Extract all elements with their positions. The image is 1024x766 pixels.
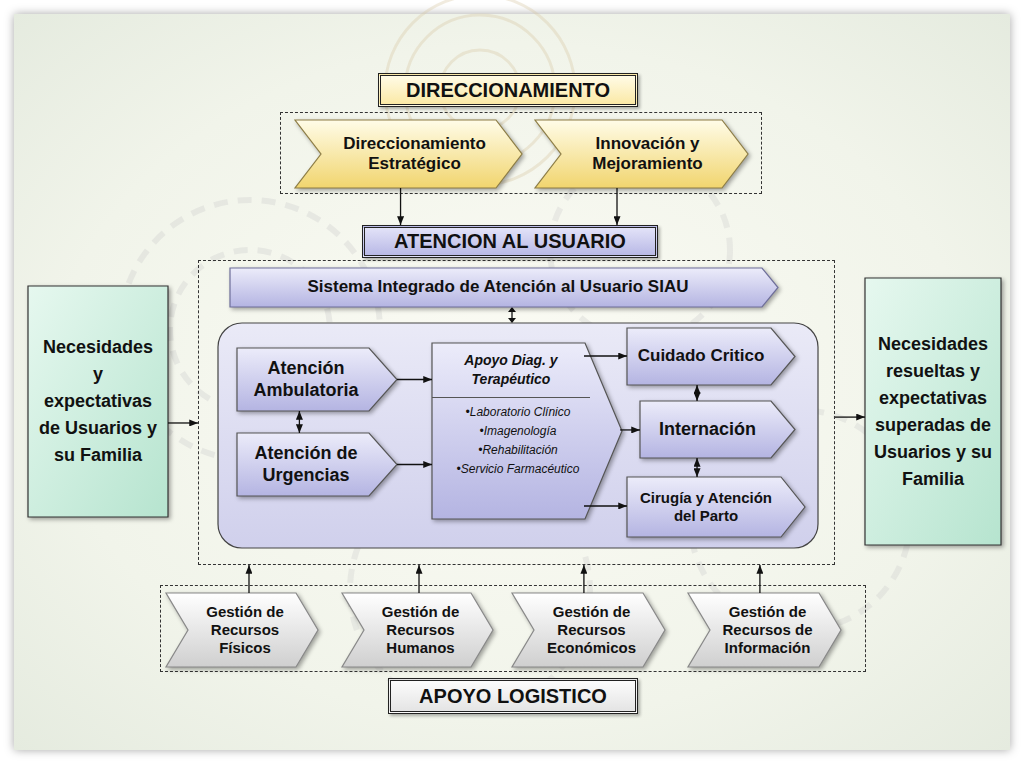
support-chevron: Gestión de Recursos Físicos (166, 593, 318, 667)
support-heading: Apoyo Diag. y Terapéutico (440, 351, 582, 389)
box-shape (432, 343, 622, 519)
support-chevron: Gestión de Recursos Económicos (512, 593, 665, 667)
arrow-head (508, 307, 516, 312)
support-item: •Imagenología (432, 422, 604, 441)
box-shape (627, 328, 795, 385)
box-shape (237, 348, 397, 411)
box-text-area: Necesidades resueltas y expectativas sup… (865, 278, 1001, 545)
support-chevron: Gestión de Recursos Humanos (342, 593, 493, 667)
box-text-area: Direccionamiento Estratégico (295, 120, 522, 188)
process-box: Atención Ambulatoria (237, 348, 397, 411)
box-label: Direccionamiento Estratégico (331, 134, 498, 175)
flow-arrow (400, 188, 401, 225)
flow-arrow (696, 458, 697, 477)
process-box: Cuidado Critico (627, 328, 795, 385)
process-box: Internación (640, 401, 795, 458)
support-box: Apoyo Diag. y Terapéutico •Laboratorio Cl… (432, 343, 622, 519)
box-label: Cirugía y Atención del Parto (633, 489, 779, 525)
box-shape (28, 286, 168, 517)
box-shape (865, 278, 1001, 545)
flow-arrow (397, 379, 432, 380)
flow-arrow (696, 385, 697, 401)
box-text-area: Cuidado Critico (627, 328, 795, 385)
arrow-head (508, 318, 516, 323)
process-band: Sistema Integrado de Atención al Usuario… (230, 268, 778, 307)
flow-arrow (620, 429, 640, 430)
box-label: Necesidades y expectativas de Usuarios y… (38, 334, 158, 469)
gear-watermark (120, 160, 910, 710)
flow-arrow (584, 355, 627, 356)
siau-link-line (511, 311, 512, 319)
flow-arrow (583, 565, 584, 593)
process-group: ATENCION AL USUARIO Sistema Integrado de … (198, 225, 835, 565)
group-heading-box: DIRECCIONAMIENTO (378, 73, 638, 107)
box-text-area: Cirugía y Atención del Parto (627, 477, 805, 537)
box-label: Gestión de Recursos Físicos (194, 603, 296, 657)
box-shape (166, 593, 318, 667)
flow-arrow (168, 422, 198, 423)
box-shape (342, 593, 493, 667)
box-text-area: Atención de Urgencias (237, 433, 397, 496)
support-list: •Laboratorio Clínico•Imagenología•Rehabi… (432, 398, 604, 479)
support-chevron: Gestión de Recursos de Información (688, 593, 841, 667)
box-text-area: Apoyo Diag. y Terapéutico •Laboratorio Cl… (432, 343, 622, 519)
box-label: Atención Ambulatoria (243, 358, 369, 401)
support-heading-area: Apoyo Diag. y Terapéutico (432, 343, 590, 398)
support-item: •Laboratorio Clínico (432, 403, 604, 422)
box-shape (535, 120, 748, 188)
box-label: Internación (659, 419, 756, 441)
box-text-area: Necesidades y expectativas de Usuarios y… (28, 286, 168, 517)
flow-arrow (418, 565, 419, 593)
box-shape (688, 593, 841, 667)
process-box: Atención de Urgencias (237, 433, 397, 496)
input-box: Necesidades y expectativas de Usuarios y… (28, 286, 168, 517)
flow-arrow (759, 565, 760, 593)
box-label: Cuidado Critico (638, 346, 765, 366)
flow-arrow (248, 565, 249, 593)
box-shape (512, 593, 665, 667)
box-outline (865, 278, 1001, 545)
group-heading-box: ATENCION AL USUARIO (362, 225, 658, 258)
process-chevron: Direccionamiento Estratégico (295, 120, 522, 188)
group-heading: ATENCION AL USUARIO (394, 230, 626, 253)
box-shape (627, 477, 805, 537)
flow-arrow (584, 505, 627, 506)
box-shape (230, 268, 778, 307)
box-text-area: Gestión de Recursos Humanos (342, 593, 493, 667)
box-text-area: Internación (640, 401, 795, 458)
flow-arrow (299, 411, 300, 433)
process-panel (218, 323, 818, 548)
flow-arrow (835, 416, 865, 417)
group-heading: DIRECCIONAMIENTO (406, 79, 610, 102)
box-label: Necesidades resueltas y expectativas sup… (873, 331, 993, 493)
box-text-area: Gestión de Recursos Económicos (512, 593, 665, 667)
process-chevron: Innovación y Mejoramiento (535, 120, 748, 188)
output-box: Necesidades resueltas y expectativas sup… (865, 278, 1001, 545)
box-label: Innovación y Mejoramiento (571, 134, 724, 175)
box-text-area: Sistema Integrado de Atención al Usuario… (230, 268, 778, 307)
box-text-area: Innovación y Mejoramiento (535, 120, 748, 188)
box-shape (295, 120, 522, 188)
box-shape (237, 433, 397, 496)
box-text-area: Gestión de Recursos Físicos (166, 593, 318, 667)
box-text-area: Atención Ambulatoria (237, 348, 397, 411)
process-group: DIRECCIONAMIENTO Direccionamiento Estraté… (280, 73, 762, 194)
flow-arrow (397, 464, 432, 465)
support-item: •Servicio Farmacéutico (432, 460, 604, 479)
box-label: Gestión de Recursos Económicos (540, 603, 643, 657)
box-shape (640, 401, 795, 458)
process-box: Cirugía y Atención del Parto (627, 477, 805, 537)
group-heading: APOYO LOGISTICO (419, 685, 607, 708)
process-group: APOYO LOGISTICO Gestión de Recursos Físic… (160, 585, 866, 715)
flow-arrow (616, 188, 617, 225)
box-label: Atención de Urgencias (243, 443, 369, 486)
box-label: Sistema Integrado de Atención al Usuario… (307, 277, 688, 297)
box-label: Gestión de Recursos de Información (714, 603, 821, 657)
support-item: •Rehabilitación (432, 441, 604, 460)
box-label: Gestión de Recursos Humanos (370, 603, 471, 657)
group-heading-box: APOYO LOGISTICO (388, 678, 638, 714)
box-text-area: Gestión de Recursos de Información (688, 593, 841, 667)
